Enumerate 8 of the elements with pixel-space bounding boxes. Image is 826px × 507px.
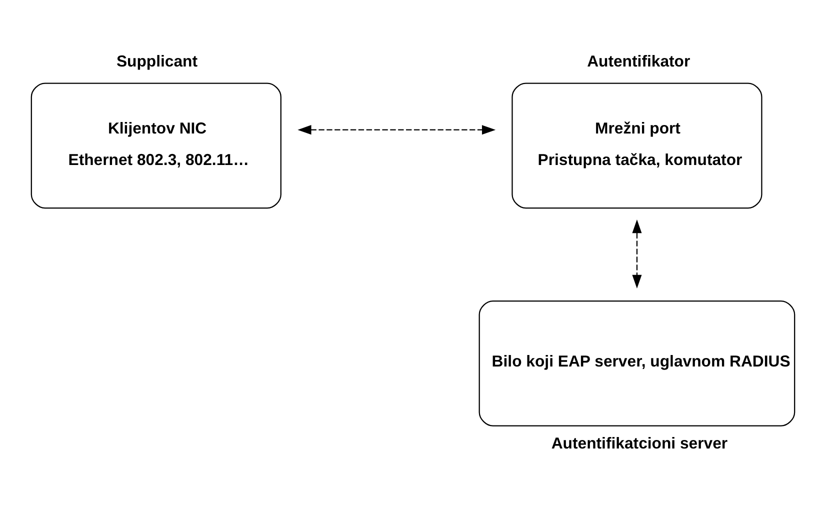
node-box: Mrežni port Pristupna tačka, komutator (512, 82, 762, 208)
node-label: Autentifikator (587, 53, 690, 70)
arrow (298, 124, 496, 134)
node-box: Klijentov NIC Ethernet 802.3, 802.11… (30, 82, 282, 208)
node-label: Autentifikatcioni server (551, 435, 728, 452)
arrow (632, 218, 642, 288)
node-box: Bilo koji EAP server, uglavnom RADIUS (478, 300, 796, 426)
node-label: Supplicant (116, 53, 198, 70)
